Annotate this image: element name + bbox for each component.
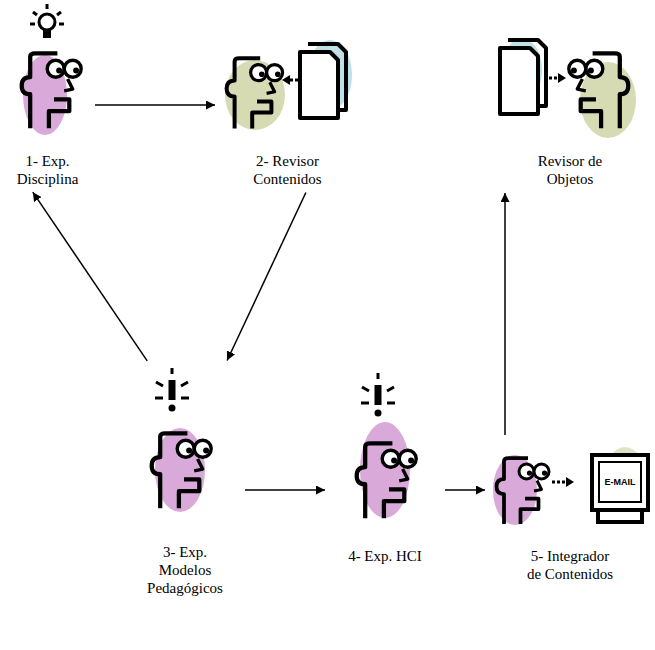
lightbulb [30,4,64,38]
flow-arrow [245,489,325,491]
flow-arrow [227,193,306,361]
person-node: 5- Integrador de Contenidos [490,440,650,583]
role-label: 1- Exp. Disciplina [5,152,90,188]
role-label: 5- Integrador de Contenidos [523,547,618,583]
flow-arrow [504,193,506,435]
person-node: 1- Exp. Disciplina [5,5,90,188]
role-label: 2- Revisor Contenidos [238,152,338,188]
person-node: 4- Exp. HCI [330,365,440,565]
role-label: 4- Exp. HCI [330,547,440,565]
computer-icon [592,455,648,522]
role-label: 3- Exp. Modelos Pedagógicos [140,543,230,597]
flow-arrow [445,489,485,491]
role-label: Revisor de Objetos [520,152,620,188]
person-node: 2- Revisor Contenidos [220,35,355,188]
person-node: 3- Exp. Modelos Pedagógicos [130,365,240,597]
flow-arrow [95,104,215,106]
flow-arrow [33,192,147,361]
person-node: Revisor de Objetos [495,10,645,188]
screen-text: E-MAIL [605,477,636,487]
